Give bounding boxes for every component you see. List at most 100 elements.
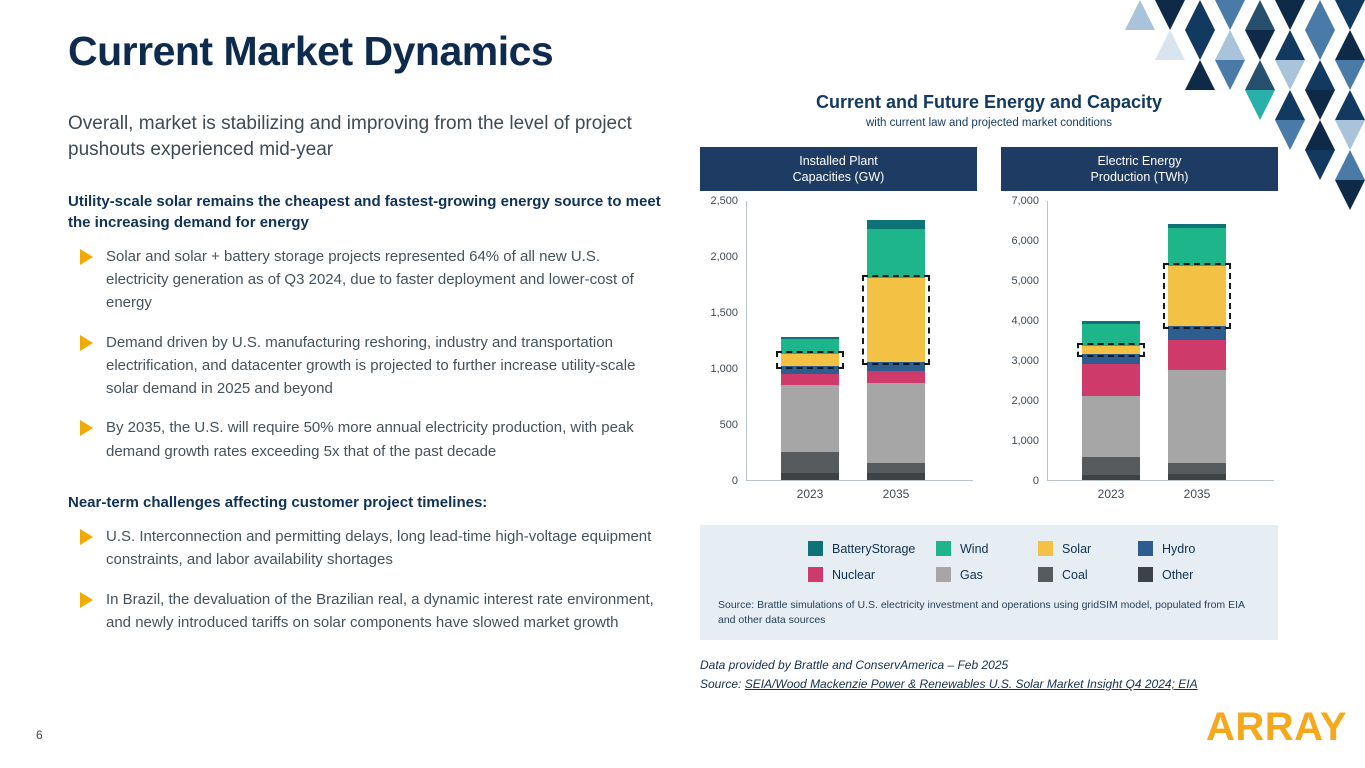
triangle-shape bbox=[1155, 30, 1185, 60]
y-tick-label: 1,000 bbox=[710, 363, 738, 375]
triangle-shape bbox=[1275, 90, 1305, 120]
y-tick-label: 2,000 bbox=[710, 251, 738, 263]
triangle-shape bbox=[1275, 30, 1305, 60]
y-tick-label: 0 bbox=[1032, 475, 1039, 487]
triangle-shape bbox=[1185, 30, 1215, 60]
segment-solar-2023 bbox=[1082, 346, 1140, 355]
segment-wind-2035 bbox=[867, 229, 925, 278]
triangle-shape bbox=[1305, 150, 1335, 180]
legend-swatch-other bbox=[1138, 567, 1153, 582]
triangle-shape bbox=[1185, 0, 1215, 30]
triangle-shape bbox=[1305, 60, 1335, 90]
legend-item-other: Other bbox=[1138, 567, 1238, 582]
triangle-shape bbox=[1215, 0, 1245, 30]
footnote-source-prefix: Source: bbox=[700, 677, 745, 692]
solar-highlight-outline bbox=[776, 351, 844, 370]
y-tick-label: 500 bbox=[719, 419, 738, 431]
segment-solar-2035 bbox=[1168, 266, 1226, 327]
triangle-shape bbox=[1275, 0, 1305, 30]
triangle-shape bbox=[1305, 0, 1335, 30]
solar-highlight-outline bbox=[1163, 263, 1231, 330]
y-tick-label: 6,000 bbox=[1011, 235, 1039, 247]
legend-label: Nuclear bbox=[832, 567, 876, 582]
segment-other-2023 bbox=[1082, 475, 1140, 480]
segment-coal-2035 bbox=[867, 463, 925, 474]
segment-hydro-2035 bbox=[1168, 326, 1226, 341]
y-tick-label: 1,500 bbox=[710, 307, 738, 319]
segment-batterystorage-2035 bbox=[867, 220, 925, 230]
stacked-bar-2023 bbox=[776, 201, 844, 480]
legend-item-wind: Wind bbox=[936, 541, 1038, 556]
legend-item-gas: Gas bbox=[936, 567, 1038, 582]
segment-other-2035 bbox=[1168, 474, 1226, 480]
stacked-bar-2035 bbox=[1163, 201, 1231, 480]
triangle-shape bbox=[1275, 120, 1305, 150]
legend-label: Other bbox=[1162, 567, 1194, 582]
legend-item-batterystorage: BatteryStorage bbox=[808, 541, 936, 556]
triangle-shape bbox=[1335, 0, 1365, 30]
left-column: Current Market Dynamics Overall, market … bbox=[68, 29, 662, 650]
triangle-shape bbox=[1335, 30, 1365, 60]
triangle-shape bbox=[1335, 60, 1365, 90]
bullet-triangle-icon bbox=[80, 248, 93, 265]
page-number: 6 bbox=[36, 728, 43, 742]
segment-wind-2035 bbox=[1168, 228, 1226, 267]
segment-other-2023 bbox=[781, 473, 839, 480]
footnote-data-provider: Data provided by Brattle and ConservAmer… bbox=[700, 658, 1009, 673]
segment-wind-2023 bbox=[1082, 324, 1140, 346]
segment-coal-2035 bbox=[1168, 463, 1226, 474]
bullet-item: By 2035, the U.S. will require 50% more … bbox=[80, 416, 662, 463]
bullet-text: Demand driven by U.S. manufacturing resh… bbox=[106, 333, 636, 398]
segment-nuclear-2023 bbox=[1082, 364, 1140, 397]
bullet-triangle-icon bbox=[80, 420, 93, 437]
section-heading: Near-term challenges affecting customer … bbox=[68, 493, 488, 511]
legend-swatch-hydro bbox=[1138, 541, 1153, 556]
legend-label: BatteryStorage bbox=[832, 541, 916, 556]
triangle-shape bbox=[1155, 0, 1185, 30]
x-tick-label-2035: 2035 bbox=[1183, 487, 1211, 501]
legend-label: Hydro bbox=[1162, 541, 1196, 556]
triangle-shape bbox=[1215, 30, 1245, 60]
triangle-shape bbox=[1335, 90, 1365, 120]
stacked-bar-2023 bbox=[1077, 201, 1145, 480]
intro-text: Overall, market is stabilizing and impro… bbox=[68, 113, 632, 160]
bullet-text: U.S. Interconnection and permitting dela… bbox=[106, 528, 652, 569]
bullet-text: By 2035, the U.S. will require 50% more … bbox=[106, 419, 634, 460]
legend-label: Wind bbox=[960, 541, 989, 556]
bullet-text: Solar and solar + battery storage projec… bbox=[106, 247, 634, 312]
chart-source-note: Source: Brattle simulations of U.S. elec… bbox=[718, 599, 1245, 627]
source-link[interactable]: SEIA/Wood Mackenzie Power & Renewables U… bbox=[744, 677, 1198, 692]
segment-gas-2035 bbox=[1168, 370, 1226, 464]
legend-label: Coal bbox=[1062, 567, 1088, 582]
array-logo: ARRAY bbox=[1205, 705, 1347, 749]
triangle-shape bbox=[1275, 60, 1305, 90]
segment-hydro-2035 bbox=[867, 362, 925, 372]
y-tick-label: 2,000 bbox=[1011, 395, 1039, 407]
legend-label: Gas bbox=[960, 567, 983, 582]
triangle-mosaic-decoration bbox=[1125, 0, 1365, 210]
y-tick-label: 3,000 bbox=[1011, 355, 1039, 367]
segment-hydro-2023 bbox=[781, 366, 839, 375]
segment-gas-2023 bbox=[781, 385, 839, 452]
legend-swatch-batterystorage bbox=[808, 541, 823, 556]
bullet-item: U.S. Interconnection and permitting dela… bbox=[80, 525, 662, 572]
footnote-source: Source: SEIA/Wood Mackenzie Power & Rene… bbox=[700, 675, 1278, 694]
plot-area: 2023 2035 bbox=[1047, 201, 1274, 501]
x-tick-label-2023: 2023 bbox=[1097, 487, 1125, 501]
triangle-shape bbox=[1335, 120, 1365, 150]
legend-label: Solar bbox=[1062, 541, 1092, 556]
segment-coal-2023 bbox=[1082, 457, 1140, 476]
segment-batterystorage-2023 bbox=[781, 337, 839, 340]
segment-nuclear-2023 bbox=[781, 374, 839, 386]
legend-swatch-nuclear bbox=[808, 567, 823, 582]
bullet-item: Solar and solar + battery storage projec… bbox=[80, 245, 662, 315]
triangle-shape bbox=[1305, 120, 1335, 150]
legend-item-coal: Coal bbox=[1038, 567, 1138, 582]
